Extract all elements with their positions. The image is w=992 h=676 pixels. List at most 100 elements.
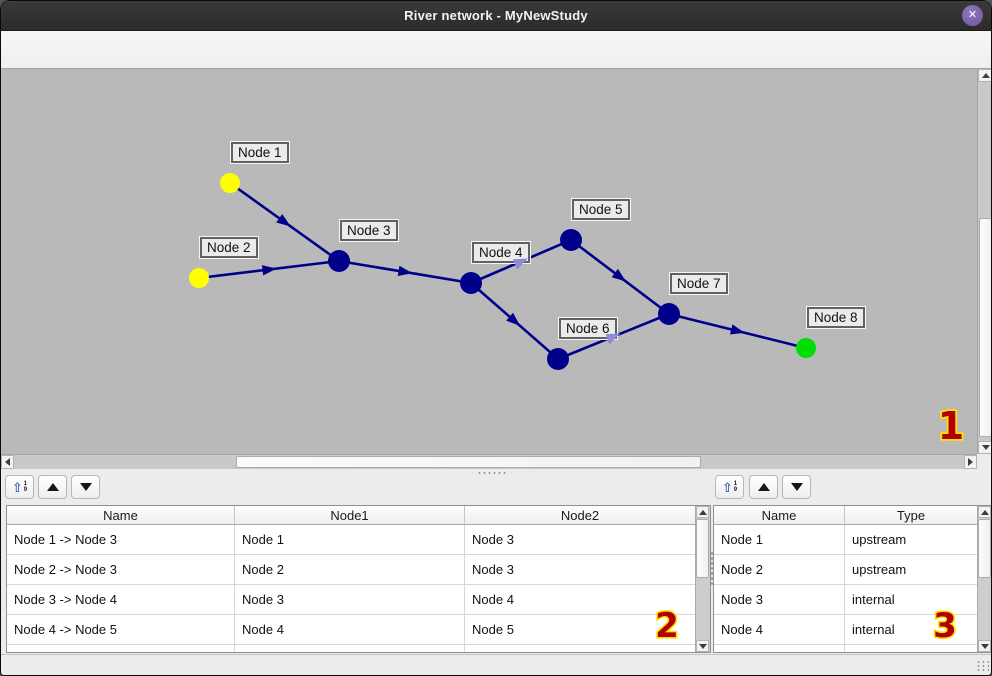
scroll-down-button[interactable] <box>696 640 709 652</box>
vertical-pane-splitter[interactable] <box>710 505 714 653</box>
scroll-up-button[interactable] <box>978 506 991 518</box>
table-cell: Node 3 -> Node 4 <box>7 585 235 615</box>
canvas-vertical-scrollbar[interactable] <box>977 69 991 454</box>
edge-arrow-icon <box>261 265 277 276</box>
canvas-horizontal-scrollbar[interactable] <box>1 454 977 469</box>
column-header[interactable]: Name <box>714 506 845 524</box>
edges-move-up-button[interactable] <box>38 475 67 499</box>
network-node[interactable] <box>658 303 680 325</box>
network-node[interactable] <box>460 272 482 294</box>
node-label[interactable]: Node 8 <box>807 307 865 328</box>
table-cell: internal <box>845 585 977 615</box>
table-cell <box>465 645 695 652</box>
scroll-up-button[interactable] <box>978 69 991 82</box>
triangle-down-icon <box>698 643 707 649</box>
close-button[interactable]: ✕ <box>962 5 983 26</box>
triangle-down-icon <box>79 483 92 491</box>
network-node[interactable] <box>560 229 582 251</box>
vertical-scroll-thumb[interactable] <box>979 218 991 437</box>
table-cell: Node 1 <box>714 525 845 555</box>
triangle-down-icon <box>790 483 803 491</box>
node-label[interactable]: Node 6 <box>559 318 617 339</box>
table-row-partial <box>7 645 695 652</box>
edge-arrow-icon <box>729 324 745 335</box>
horizontal-scroll-thumb[interactable] <box>236 456 701 468</box>
scroll-up-button[interactable] <box>696 506 709 518</box>
triangle-up-icon <box>46 483 59 491</box>
edge-arrow-icon <box>276 213 291 227</box>
column-header[interactable]: Node1 <box>235 506 465 524</box>
titlebar[interactable]: River network - MyNewStudy ✕ <box>1 1 991 31</box>
resize-grip[interactable] <box>976 660 989 672</box>
network-node[interactable] <box>189 268 209 288</box>
node-label[interactable]: Node 3 <box>340 220 398 241</box>
network-node[interactable] <box>796 338 816 358</box>
table-cell: Node 5 <box>465 615 695 645</box>
main-toolbar <box>1 31 991 94</box>
table-cell <box>235 645 465 652</box>
vertical-scroll-thumb[interactable] <box>696 519 709 578</box>
node-label[interactable]: Node 5 <box>572 199 630 220</box>
node-label[interactable]: Node 7 <box>670 273 728 294</box>
table-cell: Node 3 <box>465 555 695 585</box>
table-cell: Node 2 -> Node 3 <box>7 555 235 585</box>
table-cell: Node 4 <box>465 585 695 615</box>
node-label[interactable]: Node 1 <box>231 142 289 163</box>
network-node[interactable] <box>328 250 350 272</box>
splitter-grip-icon <box>710 551 713 587</box>
edges-table-scrollbar[interactable] <box>695 506 710 652</box>
table-cell: Node 2 <box>714 555 845 585</box>
node-label[interactable]: Node 4 <box>472 242 530 263</box>
node-label[interactable]: Node 2 <box>200 237 258 258</box>
network-node[interactable] <box>547 348 569 370</box>
table-cell: Node 2 <box>235 555 465 585</box>
triangle-up-icon <box>981 73 990 78</box>
vertical-scroll-thumb[interactable] <box>978 519 991 578</box>
network-node[interactable] <box>220 173 240 193</box>
table-row-partial <box>714 645 977 652</box>
column-header[interactable]: Node2 <box>560 507 600 523</box>
table-cell: upstream <box>845 555 977 585</box>
table-cell: Node 1 -> Node 3 <box>7 525 235 555</box>
horizontal-pane-splitter[interactable] <box>1 469 991 475</box>
triangle-down-icon <box>980 643 989 649</box>
scroll-left-button[interactable] <box>1 455 14 469</box>
network-canvas[interactable]: Node 1 Node 2 Node 3 Node 4 Node 5 Node 6 Node… <box>1 69 977 454</box>
column-header[interactable]: Type <box>896 507 926 523</box>
scroll-down-button[interactable] <box>978 441 991 454</box>
edge-arrow-icon <box>506 312 521 326</box>
nodes-table-scrollbar[interactable] <box>977 506 991 652</box>
nodes-table-header: Name Type <box>714 506 977 525</box>
column-header[interactable]: Name <box>7 506 235 524</box>
table-cell <box>845 645 977 652</box>
triangle-left-icon <box>5 458 10 466</box>
table-cell <box>714 645 845 652</box>
scroll-down-button[interactable] <box>978 640 991 652</box>
nodes-move-down-button[interactable] <box>782 475 811 499</box>
status-bar <box>1 654 991 675</box>
table-cell: Node 4 -> Node 5 <box>7 615 235 645</box>
window-title: River network - MyNewStudy <box>404 8 588 23</box>
close-icon: ✕ <box>967 9 978 21</box>
scroll-right-button[interactable] <box>964 455 977 469</box>
table-cell: Node 4 <box>714 615 845 645</box>
edges-move-down-button[interactable] <box>71 475 100 499</box>
nodes-move-up-button[interactable] <box>749 475 778 499</box>
